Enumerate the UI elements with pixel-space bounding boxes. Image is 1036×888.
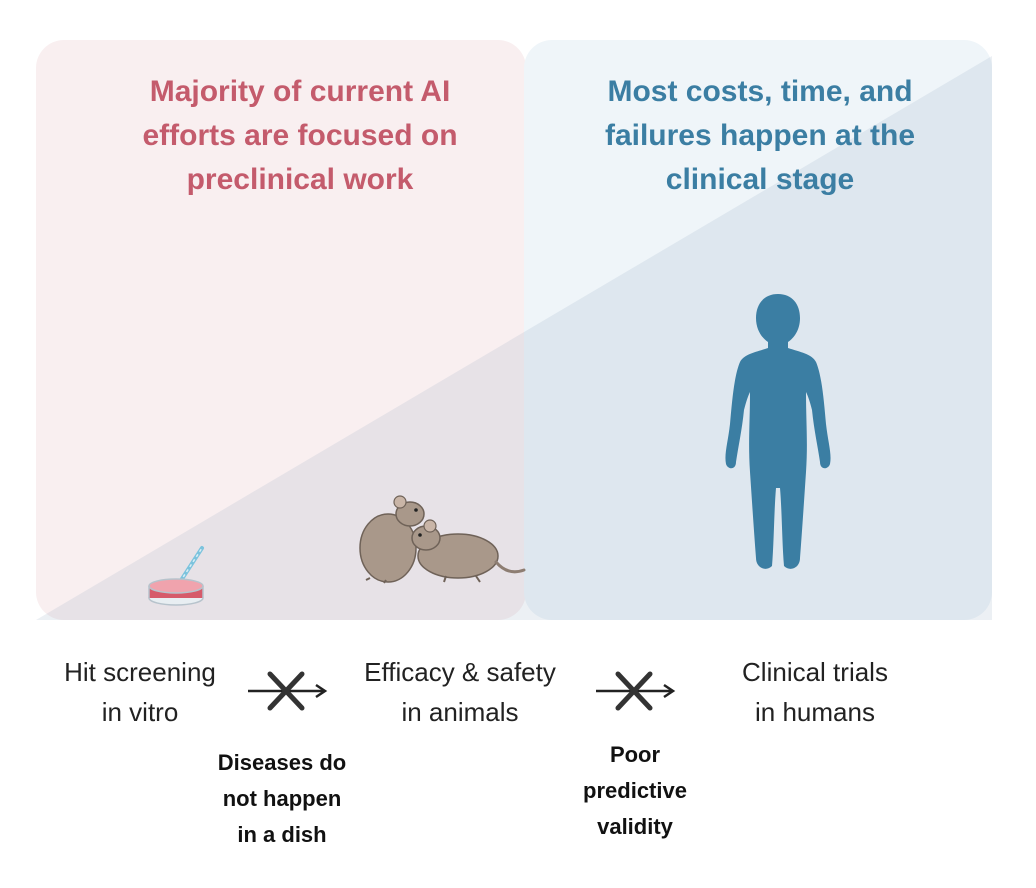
rats-icon	[359, 495, 526, 584]
human-silhouette-icon	[725, 294, 831, 569]
clinical-heading: Most costs, time, and failures happen at…	[604, 75, 916, 196]
preclinical-heading: Majority of current AI efforts are focus…	[142, 75, 458, 196]
stage-clinical-trials: Clinical trials in humans	[742, 657, 888, 727]
stage-animal-testing: Efficacy & safety in animals	[364, 657, 556, 727]
transition-reason-animals: Poor predictive validity	[583, 742, 687, 839]
stage-hit-screening: Hit screening in vitro	[64, 657, 216, 727]
petri-dish-icon	[148, 546, 204, 606]
preclinical-panel	[36, 40, 526, 620]
transition-reason-in-vitro: Diseases do not happen in a dish	[217, 750, 347, 847]
blocked-arrow-icon	[596, 671, 676, 711]
blocked-arrow-icon	[248, 671, 328, 711]
